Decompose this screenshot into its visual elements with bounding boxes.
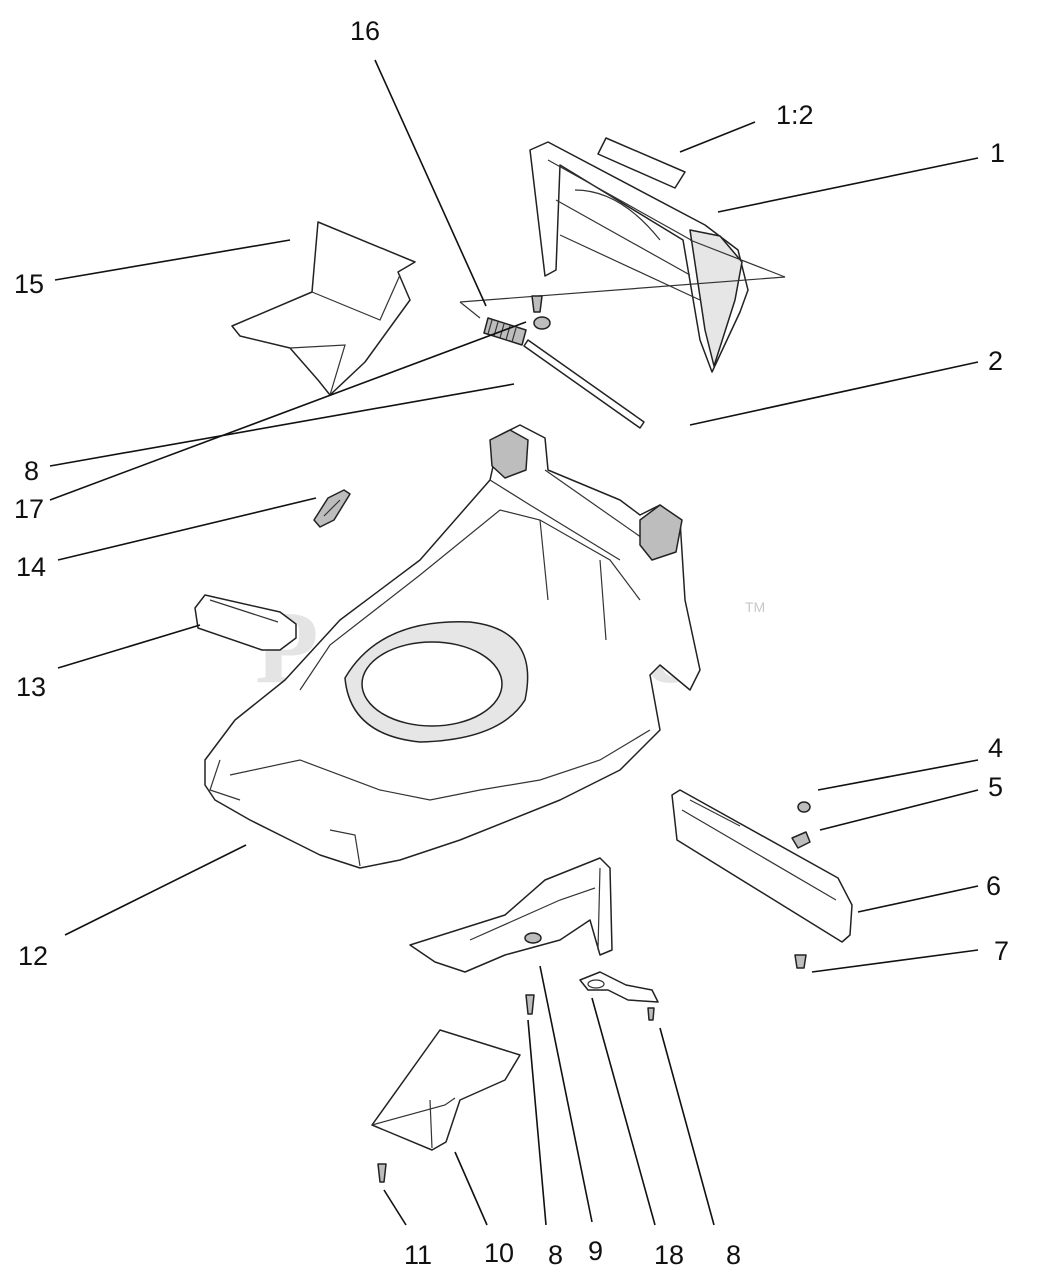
- part-screw-8-mid[interactable]: [525, 994, 535, 1015]
- callout-1: 1: [990, 138, 1005, 168]
- part-nut-17[interactable]: [533, 316, 551, 330]
- callout-8-lower-mid: 8: [548, 1240, 563, 1270]
- part-deflector[interactable]: [231, 221, 416, 396]
- callout-15: 15: [14, 269, 44, 299]
- callout-labels: 1:2 1 16 15 2 8 17 14 13 4 5 6 7 12 11 1…: [14, 16, 1009, 1270]
- callout-16: 16: [350, 16, 380, 46]
- callout-6: 6: [986, 871, 1001, 901]
- callout-13: 13: [16, 672, 46, 702]
- callout-8-upper: 8: [24, 456, 39, 486]
- part-latch-18[interactable]: [579, 971, 659, 1003]
- part-washer-4[interactable]: [797, 801, 811, 813]
- callout-12: 12: [18, 941, 48, 971]
- callout-4: 4: [988, 733, 1003, 763]
- callout-2: 2: [988, 346, 1003, 376]
- part-decal[interactable]: [597, 137, 686, 189]
- callout-8-lower-right: 8: [726, 1240, 741, 1270]
- part-screw-8-right[interactable]: [647, 1007, 655, 1021]
- part-rear-skirt[interactable]: [671, 789, 853, 943]
- part-spring[interactable]: [483, 317, 527, 346]
- callout-7: 7: [994, 936, 1009, 966]
- callout-17: 17: [14, 494, 44, 524]
- callout-10: 10: [484, 1238, 514, 1268]
- part-deck-housing[interactable]: [204, 424, 701, 869]
- hinge-axis-lines: [459, 239, 786, 319]
- callout-11: 11: [404, 1240, 432, 1270]
- part-hinge-rod[interactable]: [523, 339, 645, 429]
- part-handle-bracket[interactable]: [194, 594, 297, 651]
- part-gasket-14[interactable]: [313, 489, 351, 528]
- callout-18: 18: [654, 1240, 684, 1270]
- part-screw-8-top[interactable]: [531, 295, 543, 313]
- part-rear-door[interactable]: [529, 141, 749, 373]
- callout-9: 9: [588, 1236, 603, 1266]
- part-discharge-cover[interactable]: [371, 1029, 521, 1151]
- watermark-tm: TM: [745, 599, 765, 615]
- leader-lines: [49, 59, 979, 1226]
- part-screw-11[interactable]: [377, 1163, 387, 1183]
- part-chute-bracket[interactable]: [409, 857, 613, 973]
- part-screw-7[interactable]: [794, 954, 807, 969]
- callout-14: 14: [16, 552, 46, 582]
- callout-1-2: 1:2: [776, 100, 814, 130]
- callout-5: 5: [988, 772, 1003, 802]
- part-bolt-5[interactable]: [791, 831, 811, 849]
